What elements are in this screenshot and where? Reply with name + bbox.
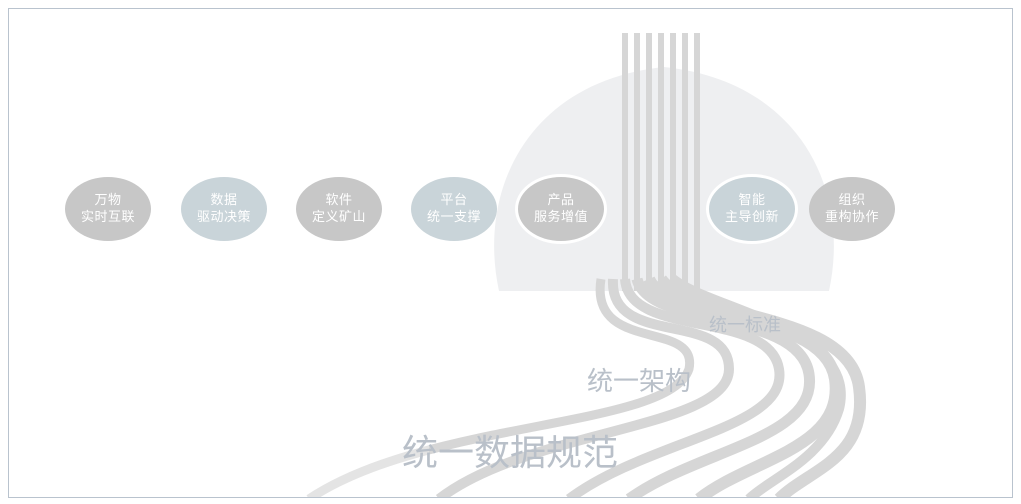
label-unified-architecture: 统一架构 (587, 367, 692, 397)
circle-2-line1: 数据 (210, 193, 238, 208)
label-unified-standard: 统一标准 (709, 315, 781, 336)
circle-node-3: 软件 定义矿山 (296, 177, 382, 241)
circle-2-line2: 驱动决策 (196, 210, 251, 225)
circle-4-line1: 平台 (440, 193, 468, 208)
circle-5-line1: 产品 (547, 193, 575, 208)
circle-6-line1: 智能 (738, 193, 766, 208)
circle-1-line2: 实时互联 (80, 210, 135, 225)
circle-6-line2: 主导创新 (724, 210, 779, 225)
top-stripes (622, 33, 700, 291)
circle-7-line2: 重构协作 (824, 210, 879, 225)
circle-node-4: 平台 统一支撑 (411, 177, 497, 241)
circle-node-2: 数据 驱动决策 (181, 177, 267, 241)
label-unified-data-spec: 统一数据规范 (402, 433, 619, 474)
circle-5-line2: 服务增值 (533, 210, 588, 225)
circle-node-5: 产品 服务增值 (515, 174, 607, 244)
circle-node-7: 组织 重构协作 (809, 177, 895, 241)
circle-4-line2: 统一支撑 (426, 210, 481, 225)
circle-3-line1: 软件 (325, 193, 353, 208)
circle-7-line1: 组织 (838, 193, 866, 208)
road-stripes (306, 274, 867, 497)
circle-3-line2: 定义矿山 (311, 210, 366, 225)
circle-node-6: 智能 主导创新 (706, 174, 798, 244)
circle-1-line1: 万物 (94, 193, 122, 208)
circle-node-1: 万物 实时互联 (65, 177, 151, 241)
diagram-frame: 万物 实时互联 数据 驱动决策 软件 定义矿山 平台 统一支撑 产品 服务增值 … (8, 8, 1013, 498)
